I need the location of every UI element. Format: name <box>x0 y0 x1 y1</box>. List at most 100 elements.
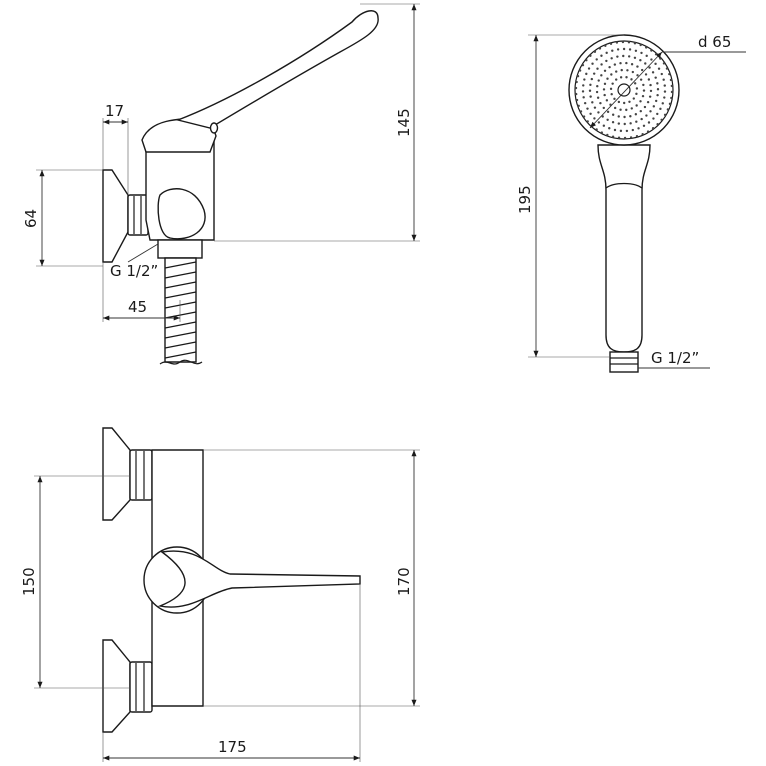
nozzle-dot <box>627 55 631 58</box>
nozzle-dot <box>625 76 628 79</box>
nozzle-dot <box>660 118 663 121</box>
nozzle-dot <box>639 109 642 113</box>
nozzle-dot <box>639 43 642 47</box>
nozzle-dot <box>645 114 648 117</box>
dim-side-flange-height: 64 <box>22 209 40 228</box>
nozzle-dot <box>623 122 626 126</box>
nozzle-dot <box>661 102 664 105</box>
nozzle-dot <box>585 72 588 76</box>
nozzle-dot <box>613 128 617 132</box>
nozzle-dot <box>656 82 659 85</box>
nozzle-dot <box>656 93 659 97</box>
nozzle-dot <box>600 63 603 66</box>
nozzle-dot <box>593 117 596 120</box>
nozzle-dot <box>631 128 635 132</box>
nozzle-dot <box>626 69 629 72</box>
nozzle-dot <box>633 82 637 85</box>
nozzle-dot <box>639 58 642 62</box>
nozzle-dot <box>635 135 639 138</box>
nozzle-dot <box>636 65 639 68</box>
nozzle-dot <box>585 59 588 62</box>
nozzle-dot <box>605 59 608 63</box>
nozzle-dot <box>596 67 599 70</box>
nozzle-dot <box>665 67 669 70</box>
nozzle-dot <box>648 95 652 98</box>
nozzle-dot <box>651 71 655 74</box>
nozzle-dot <box>605 99 609 102</box>
nozzle-dot <box>615 70 618 73</box>
nozzle-dot <box>608 127 611 130</box>
nozzle-dot <box>610 73 613 76</box>
nozzle-dot <box>596 96 600 99</box>
nozzle-dot <box>640 117 643 121</box>
nozzle-dot <box>627 41 631 44</box>
nozzle-dot <box>583 78 586 81</box>
nozzle-dot <box>625 129 629 133</box>
nozzle-dot <box>635 104 638 107</box>
nozzle-dot <box>622 54 625 58</box>
nozzle-dot <box>574 86 578 90</box>
nozzle-dot <box>581 90 585 93</box>
nozzle-dot <box>630 78 633 81</box>
dim-front-height: 170 <box>395 567 413 596</box>
dim-front-spacing: 150 <box>20 567 38 596</box>
nozzle-dot <box>597 121 601 124</box>
nozzle-dot <box>599 101 602 105</box>
nozzle-dot <box>636 74 639 77</box>
nozzle-dot <box>670 96 673 100</box>
nozzle-dot <box>619 76 623 79</box>
nozzle-dot <box>669 78 673 82</box>
nozzle-dot <box>622 47 626 51</box>
hand-shower-dimensions <box>528 34 746 369</box>
nozzle-dot <box>649 110 652 113</box>
nozzle-dot <box>583 101 587 105</box>
nozzle-dot <box>592 72 596 75</box>
nozzle-dot <box>589 95 592 98</box>
nozzle-dot <box>611 82 614 85</box>
nozzle-dot <box>603 82 607 86</box>
nozzle-dot <box>588 89 592 92</box>
nozzle-dot <box>595 90 599 94</box>
nozzle-dot <box>600 131 604 134</box>
nozzle-dot <box>625 61 628 65</box>
nozzle-dot <box>593 50 597 53</box>
nozzle-dot <box>656 123 659 126</box>
nozzle-dot <box>654 53 658 56</box>
nozzle-dot <box>591 62 594 65</box>
nozzle-dot <box>619 62 622 65</box>
nozzle-dot <box>593 106 597 109</box>
dim-side-height: 145 <box>395 108 413 137</box>
side-view-mixer <box>102 10 379 365</box>
nozzle-dot <box>595 128 598 131</box>
nozzle-dot <box>640 51 643 55</box>
dim-side-depth: 45 <box>128 298 147 316</box>
nozzle-dot <box>603 93 606 97</box>
dim-front-width: 175 <box>218 738 247 756</box>
nozzle-dot <box>574 92 578 96</box>
nozzle-dot <box>656 88 660 91</box>
nozzle-dot <box>654 99 658 103</box>
nozzle-dot <box>595 58 598 61</box>
nozzle-dot <box>616 55 619 58</box>
nozzle-dot <box>613 97 616 101</box>
nozzle-dot <box>670 90 674 94</box>
dim-shower-length: 195 <box>516 185 534 214</box>
front-view-dimensions <box>34 449 420 762</box>
nozzle-dot <box>617 100 621 104</box>
nozzle-dot <box>611 135 615 138</box>
nozzle-dot <box>619 129 623 133</box>
nozzle-dot <box>646 130 650 133</box>
nozzle-dot <box>611 49 614 52</box>
nozzle-dot <box>617 115 620 118</box>
nozzle-dot <box>630 63 634 66</box>
dim-shower-thread: G 1/2” <box>651 349 699 367</box>
nozzle-dot <box>628 48 632 51</box>
nozzle-dot <box>650 58 653 61</box>
dim-shower-diameter: d 65 <box>698 33 731 51</box>
nozzle-dot <box>610 92 613 96</box>
nozzle-dot <box>579 110 583 113</box>
nozzle-dot <box>619 108 622 111</box>
nozzle-dot <box>670 84 674 88</box>
nozzle-dot <box>609 42 613 45</box>
